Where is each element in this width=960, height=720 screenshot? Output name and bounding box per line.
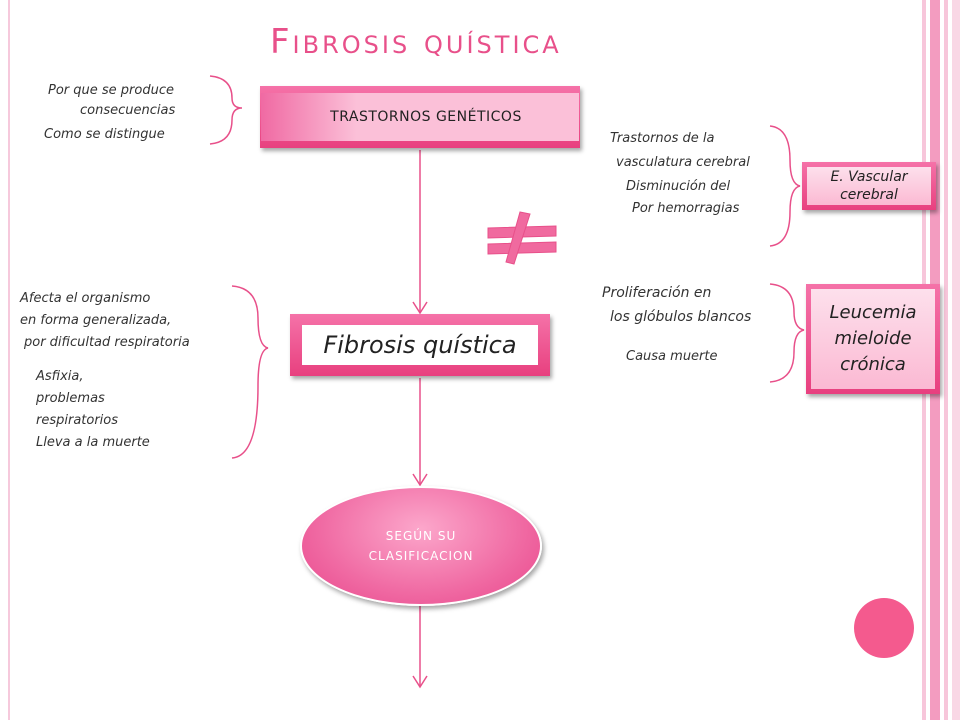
note-como-distingue: Como se distingue [44,127,165,142]
box-fibrosis-label: Fibrosis quística [302,325,538,365]
ellipse-clasificacion: SEGÚN SU CLASIFICACION [300,486,542,606]
note-respiratorios: respiratorios [36,413,119,428]
note-hemorragias: Por hemorragias [632,201,740,216]
ellipse-label: SEGÚN SU CLASIFICACION [368,529,474,563]
box-leucemia: Leucemia mieloide crónica [806,284,940,394]
box-leucemia-label: Leucemia mieloide crónica [811,289,935,389]
note-globulos-blancos: los glóbulos blancos [610,309,752,325]
note-lleva-muerte: Lleva a la muerte [36,435,150,450]
note-causa-muerte: Causa muerte [626,349,718,364]
not-equal-icon [487,211,557,265]
decorative-circle [854,598,914,658]
box-trastornos-geneticos: TRASTORNOS GENÉTICOS [260,86,580,148]
note-dificultad: por dificultad respiratoria [24,335,190,350]
note-afecta: Afecta el organismo [20,291,151,306]
note-disminucion: Disminución del [626,179,731,194]
bracket-right-top [769,125,801,247]
box-vascular-label: E. Vascular cerebral [807,167,931,205]
note-forma-generalizada: en forma generalizada, [20,313,172,328]
box-vascular-cerebral: E. Vascular cerebral [802,162,936,210]
left-frame-line [8,0,10,720]
note-por-que: Por que se produce [48,83,174,98]
bracket-left-mid [231,285,269,459]
bracket-right-mid [769,283,805,383]
note-trastornos-de-la: Trastornos de la [610,131,715,146]
note-asfixia: Asfixia, [36,369,84,384]
note-problemas: problemas [36,391,105,406]
box-trastornos-label: TRASTORNOS GENÉTICOS [261,93,579,141]
note-proliferacion: Proliferación en [602,285,712,301]
bracket-left-top [209,75,243,145]
note-consecuencias: consecuencias [80,103,176,118]
note-vasculatura: vasculatura cerebral [616,155,750,170]
page-title: Fibrosis quística [270,22,562,62]
box-fibrosis-quistica: Fibrosis quística [290,314,550,376]
